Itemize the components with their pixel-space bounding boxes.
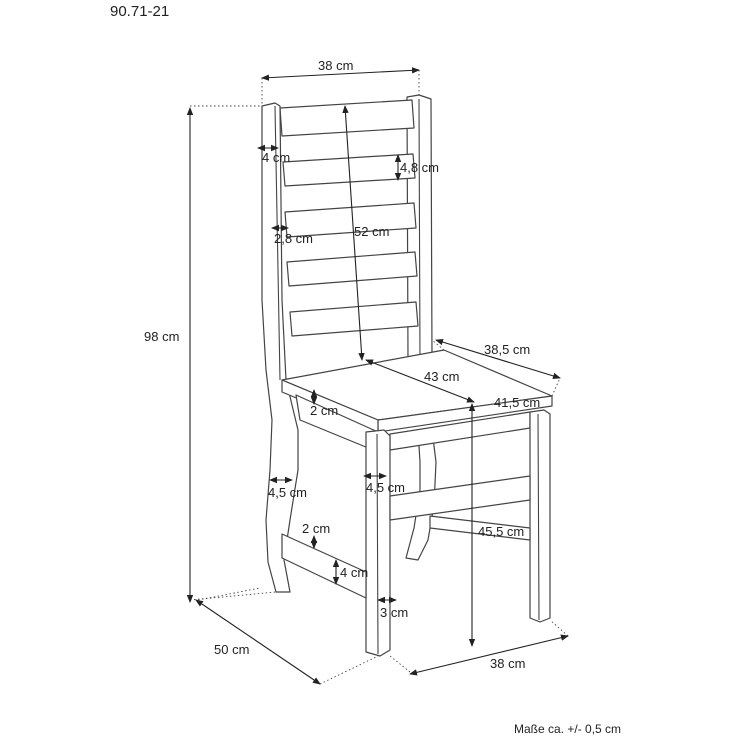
dimension-lines [186, 67, 569, 685]
front-stretcher [389, 475, 531, 521]
dim-base-depth-line [195, 599, 321, 685]
dimension-labels: 90.71-21 38 cm 4 cm 4,8 cm 52 cm 2,8 cm … [110, 3, 621, 736]
front-right-leg [529, 409, 551, 623]
label-slat-depth: 2,8 cm [274, 231, 313, 246]
product-code: 90.71-21 [110, 3, 169, 20]
back-slats [279, 99, 419, 337]
dim-base-width-line [409, 634, 569, 676]
label-seat-height: 45,5 cm [478, 524, 524, 539]
back-left-post-edge [274, 105, 281, 381]
label-back-height: 52 cm [354, 224, 389, 239]
back-right-post-edge [418, 98, 421, 363]
tolerance-note: Maße ca. +/- 0,5 cm [514, 722, 621, 736]
slat-5 [289, 301, 419, 337]
label-slat-height: 4,8 cm [400, 160, 439, 175]
label-seat-thickness: 2 cm [310, 403, 338, 418]
front-right-leg-edge [537, 413, 540, 621]
label-post-width: 4 cm [262, 150, 290, 165]
label-stretcher-thickness: 2 cm [302, 521, 330, 536]
label-seat-front-width: 41,5 cm [494, 395, 540, 410]
label-seat-diagonal: 43 cm [424, 369, 459, 384]
dim-back-height-line [342, 105, 365, 361]
guide-lines [189, 70, 569, 685]
label-stretcher-height: 4 cm [340, 565, 368, 580]
dim-seat-depth-side-line [435, 338, 561, 380]
label-rear-leg: 4,5 cm [268, 485, 307, 500]
label-front-leg: 4,5 cm [366, 480, 405, 495]
label-leg-gap: 3 cm [380, 605, 408, 620]
rear-stretcher [429, 515, 531, 541]
front-left-leg-edge [376, 433, 379, 655]
label-base-depth: 50 cm [214, 642, 249, 657]
label-total-height: 98 cm [144, 329, 179, 344]
label-seat-depth-side: 38,5 cm [484, 342, 530, 357]
label-base-width: 38 cm [490, 656, 525, 671]
label-top-width: 38 cm [318, 58, 353, 73]
dim-top-width-line [261, 67, 420, 81]
dim-seat-diagonal-line [365, 359, 475, 403]
slat-4 [286, 251, 418, 287]
